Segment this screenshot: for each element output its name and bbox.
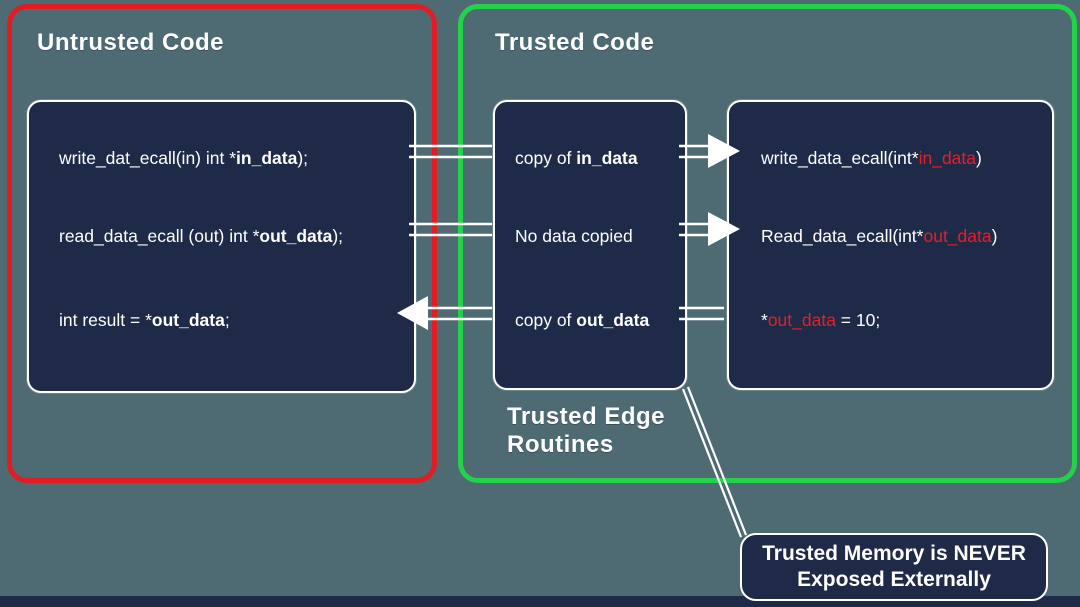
trusted-region-title: Trusted Code xyxy=(495,29,655,56)
code-segment: * xyxy=(761,310,768,330)
code-line: write_dat_ecall(in) int *in_data); xyxy=(59,145,308,171)
code-segment: No data copied xyxy=(515,226,633,246)
code-segment: Read_data_ecall(int* xyxy=(761,226,924,246)
code-segment-bold: in_data xyxy=(236,148,298,168)
code-segment-bold: out_data xyxy=(151,310,225,330)
code-segment: ) xyxy=(976,148,982,168)
code-segment: int result = * xyxy=(59,310,152,330)
code-line: write_data_ecall(int*in_data) xyxy=(761,145,982,171)
code-line: *out_data = 10; xyxy=(761,307,880,333)
bottom-bar xyxy=(0,596,1080,607)
code-segment-red: out_data xyxy=(767,310,836,330)
callout-text: Trusted Memory is NEVER Exposed External… xyxy=(762,542,1026,591)
trusted-edge-routines-box: copy of in_data No data copied copy of out… xyxy=(493,100,687,390)
code-segment-red: in_data xyxy=(918,148,977,168)
code-segment-red: out_data xyxy=(923,226,992,246)
untrusted-code-box: write_dat_ecall(in) int *in_data);read_d… xyxy=(27,100,416,393)
code-line: copy of in_data xyxy=(515,145,638,171)
code-segment-bold: out_data xyxy=(259,226,333,246)
trusted-code-region: Trusted Code copy of in_data No data copi… xyxy=(458,4,1077,483)
code-line: Read_data_ecall(int*out_data) xyxy=(761,223,997,249)
code-segment: copy of xyxy=(515,148,577,168)
untrusted-region-title: Untrusted Code xyxy=(37,29,224,56)
code-segment-bold: out_data xyxy=(576,310,650,330)
code-segment: = 10; xyxy=(835,310,881,330)
trusted-code-box: write_data_ecall(int*in_data)Read_data_e… xyxy=(727,100,1054,390)
code-segment: ); xyxy=(332,226,344,246)
code-segment-bold: in_data xyxy=(576,148,638,168)
code-line: copy of out_data xyxy=(515,307,649,333)
code-segment: ); xyxy=(297,148,309,168)
code-line: No data copied xyxy=(515,223,633,249)
code-segment: ) xyxy=(991,226,998,246)
callout-box: Trusted Memory is NEVER Exposed External… xyxy=(740,533,1048,601)
trusted-edge-routines-label: Trusted Edge Routines xyxy=(507,403,666,458)
code-line: int result = *out_data; xyxy=(59,307,230,333)
code-segment: write_data_ecall(int* xyxy=(761,148,919,168)
code-segment: read_data_ecall (out) int * xyxy=(59,226,260,246)
code-line: read_data_ecall (out) int *out_data); xyxy=(59,223,343,249)
code-segment: ; xyxy=(224,310,230,330)
code-segment: copy of xyxy=(515,310,577,330)
code-segment: write_dat_ecall(in) int * xyxy=(59,148,237,168)
untrusted-code-region: Untrusted Code write_dat_ecall(in) int *… xyxy=(7,4,437,483)
